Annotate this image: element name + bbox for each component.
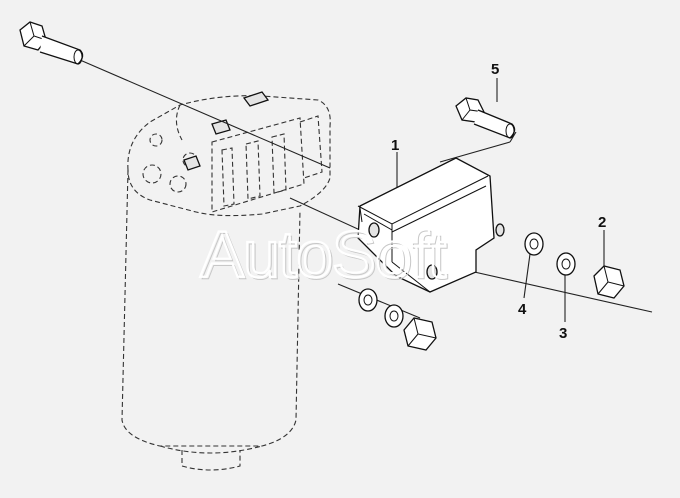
callout-4: 4	[518, 301, 527, 318]
watermark-text: AutoSoft	[200, 217, 446, 291]
short-bolt	[455, 97, 516, 139]
right-hardware	[524, 232, 625, 299]
watermark-shadow: AutoSoft	[202, 219, 448, 293]
filter-canister-phantom	[121, 91, 331, 471]
callout-2: 2	[598, 214, 606, 231]
callout-5: 5	[491, 61, 499, 78]
mounting-bracket	[357, 157, 505, 293]
long-bolt	[19, 21, 84, 65]
callout-1: 1	[391, 137, 399, 154]
callout-3: 3	[559, 325, 567, 342]
left-hardware	[358, 288, 437, 351]
